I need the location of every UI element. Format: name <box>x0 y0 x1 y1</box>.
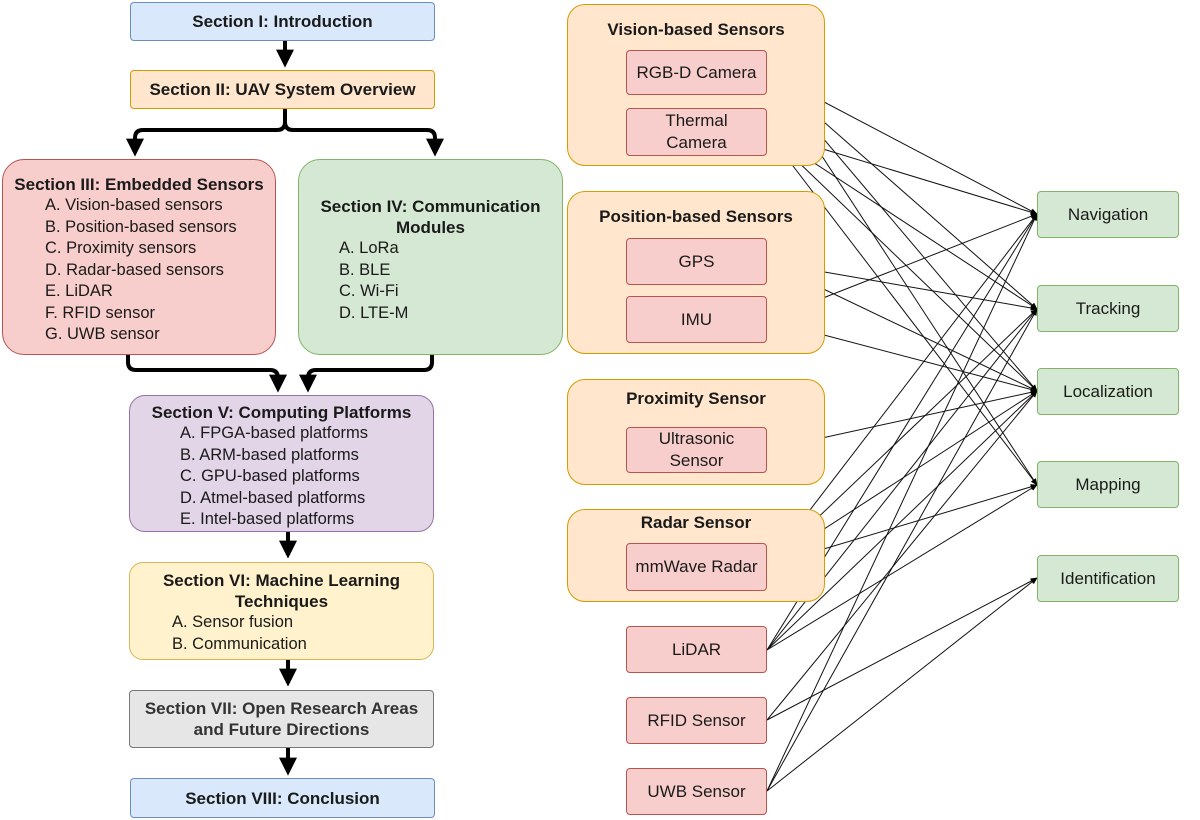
section-1-box: Section I: Introduction <box>130 2 435 41</box>
vision-sensors-title: Vision-based Sensors <box>607 20 785 39</box>
section-3-item: A. Vision-based sensors <box>45 196 223 214</box>
sensor-thermal-label-2: Camera <box>666 133 727 152</box>
section-4-item: C. Wi-Fi <box>339 282 399 300</box>
sensor-lidar-label: LiDAR <box>671 639 722 659</box>
sensor-uwb: UWB Sensor <box>626 768 767 815</box>
app-tracking-label: Tracking <box>1075 298 1141 318</box>
proximity-sensor-title: Proximity Sensor <box>626 389 766 408</box>
app-localization: Localization <box>1037 368 1179 415</box>
section-7-title-line1: Section VII: Open Research Areas <box>144 699 419 718</box>
sensor-thermal-camera: Thermal Camera <box>626 108 767 156</box>
link-uwb-to-identification <box>766 577 1038 792</box>
section-4-item: A. LoRa <box>339 239 399 257</box>
sensor-rfid-label: RFID Sensor <box>647 710 746 730</box>
arrow-s4-to-s5 <box>299 355 434 393</box>
section-3-item: C. Proximity sensors <box>45 239 197 257</box>
link-lidar-to-localization <box>766 390 1038 651</box>
section-5-title: Section V: Computing Platforms <box>151 403 412 422</box>
link-lidar-to-mapping <box>766 484 1038 651</box>
app-navigation: Navigation <box>1037 191 1179 238</box>
section-6-item: A. Sensor fusion <box>172 613 294 631</box>
app-localization-label: Localization <box>1063 381 1153 401</box>
app-identification-label: Identification <box>1060 568 1156 588</box>
link-thermal-to-mapping <box>766 131 1038 486</box>
sensor-rfid: RFID Sensor <box>626 697 767 744</box>
section-3-item: G. UWB sensor <box>45 325 160 343</box>
section-6-title-line2: Techniques <box>234 592 329 611</box>
sensor-uwb-label: UWB Sensor <box>647 781 746 801</box>
section-8-title: Section VIII: Conclusion <box>185 788 380 808</box>
section-5-item: B. ARM-based platforms <box>180 445 359 464</box>
app-navigation-label: Navigation <box>1067 204 1149 224</box>
link-mmwave-to-navigation <box>766 213 1038 567</box>
radar-sensor-title: Radar Sensor <box>640 513 752 532</box>
section-3-item: D. Radar-based sensors <box>45 260 224 279</box>
section-7-box: Section VII: Open Research Areas and Fut… <box>129 690 434 748</box>
sensor-rgbd-label: RGB-D Camera <box>636 62 757 82</box>
section-3-title: Section III: Embedded Sensors <box>14 175 264 194</box>
section-4-box: Section IV: Communication Modules A. LoR… <box>298 159 563 355</box>
section-1-title: Section I: Introduction <box>192 12 373 31</box>
sensor-ultrasonic-label-2: Sensor <box>669 451 724 470</box>
sensor-ultrasonic: Ultrasonic Sensor <box>626 427 767 473</box>
section-5-box: Section V: Computing Platforms A. FPGA-b… <box>129 395 434 532</box>
link-uwb-to-tracking <box>766 308 1038 792</box>
app-tracking: Tracking <box>1037 285 1179 332</box>
sensor-ultrasonic-label-1: Ultrasonic <box>658 429 735 448</box>
position-sensors-title: Position-based Sensors <box>599 207 793 226</box>
section-2-box: Section II: UAV System Overview <box>130 70 435 109</box>
section-4-title-line1: Section IV: Communication <box>320 197 541 216</box>
sensor-mmwave-label: mmWave Radar <box>635 557 758 576</box>
section-flow-arrows <box>126 40 444 776</box>
section-2-title: Section II: UAV System Overview <box>149 80 416 99</box>
sensor-mmwave-radar: mmWave Radar <box>626 543 767 591</box>
section-4-list: A. LoRa B. BLE C. Wi-Fi D. LTE-M <box>339 238 408 324</box>
sensor-thermal-label-1: Thermal <box>665 111 728 130</box>
section-6-title-line1: Section VI: Machine Learning <box>162 571 401 590</box>
section-4-item: B. BLE <box>339 260 391 279</box>
section-8-box: Section VIII: Conclusion <box>130 778 435 818</box>
sensor-rgbd-camera: RGB-D Camera <box>626 50 767 95</box>
app-mapping-label: Mapping <box>1075 474 1141 494</box>
section-5-item: E. Intel-based platforms <box>180 510 355 528</box>
section-3-list: A. Vision-based sensors B. Position-base… <box>45 195 237 346</box>
sensor-imu: IMU <box>626 296 767 343</box>
section-7-title-line2: and Future Directions <box>193 720 370 739</box>
sensor-gps-label: GPS <box>678 251 715 271</box>
arrow-s2-to-s3-s4 <box>126 109 287 157</box>
link-thermal-to-localization <box>766 131 1038 392</box>
section-3-item: B. Position-based sensors <box>45 217 237 236</box>
section-6-list: A. Sensor fusion B. Communication <box>172 612 307 655</box>
link-uwb-to-navigation <box>766 213 1038 792</box>
section-5-list: A. FPGA-based platforms B. ARM-based pla… <box>180 423 368 531</box>
app-mapping: Mapping <box>1037 461 1179 508</box>
sensor-lidar: LiDAR <box>626 626 767 673</box>
link-rfid-to-identification <box>766 577 1038 721</box>
link-rfid-to-localization <box>766 390 1038 721</box>
section-5-item: D. Atmel-based platforms <box>180 488 366 507</box>
section-6-item: B. Communication <box>172 634 307 653</box>
sensor-gps: GPS <box>626 238 767 285</box>
section-3-item: E. LiDAR <box>45 282 113 300</box>
section-3-box: Section III: Embedded Sensors A. Vision-… <box>2 159 276 355</box>
section-5-item: C. GPU-based platforms <box>180 467 360 485</box>
arrow-s3-to-s5 <box>126 355 287 393</box>
section-4-item: D. LTE-M <box>339 303 409 322</box>
app-identification: Identification <box>1037 555 1179 602</box>
section-6-box: Section VI: Machine Learning Techniques … <box>129 562 434 660</box>
section-5-item: A. FPGA-based platforms <box>180 424 368 442</box>
section-3-item: F. RFID sensor <box>45 303 156 322</box>
section-4-title-line2: Modules <box>396 218 465 237</box>
arrow-s2-to-s4 <box>283 121 444 157</box>
sensor-imu-label: IMU <box>680 309 713 329</box>
